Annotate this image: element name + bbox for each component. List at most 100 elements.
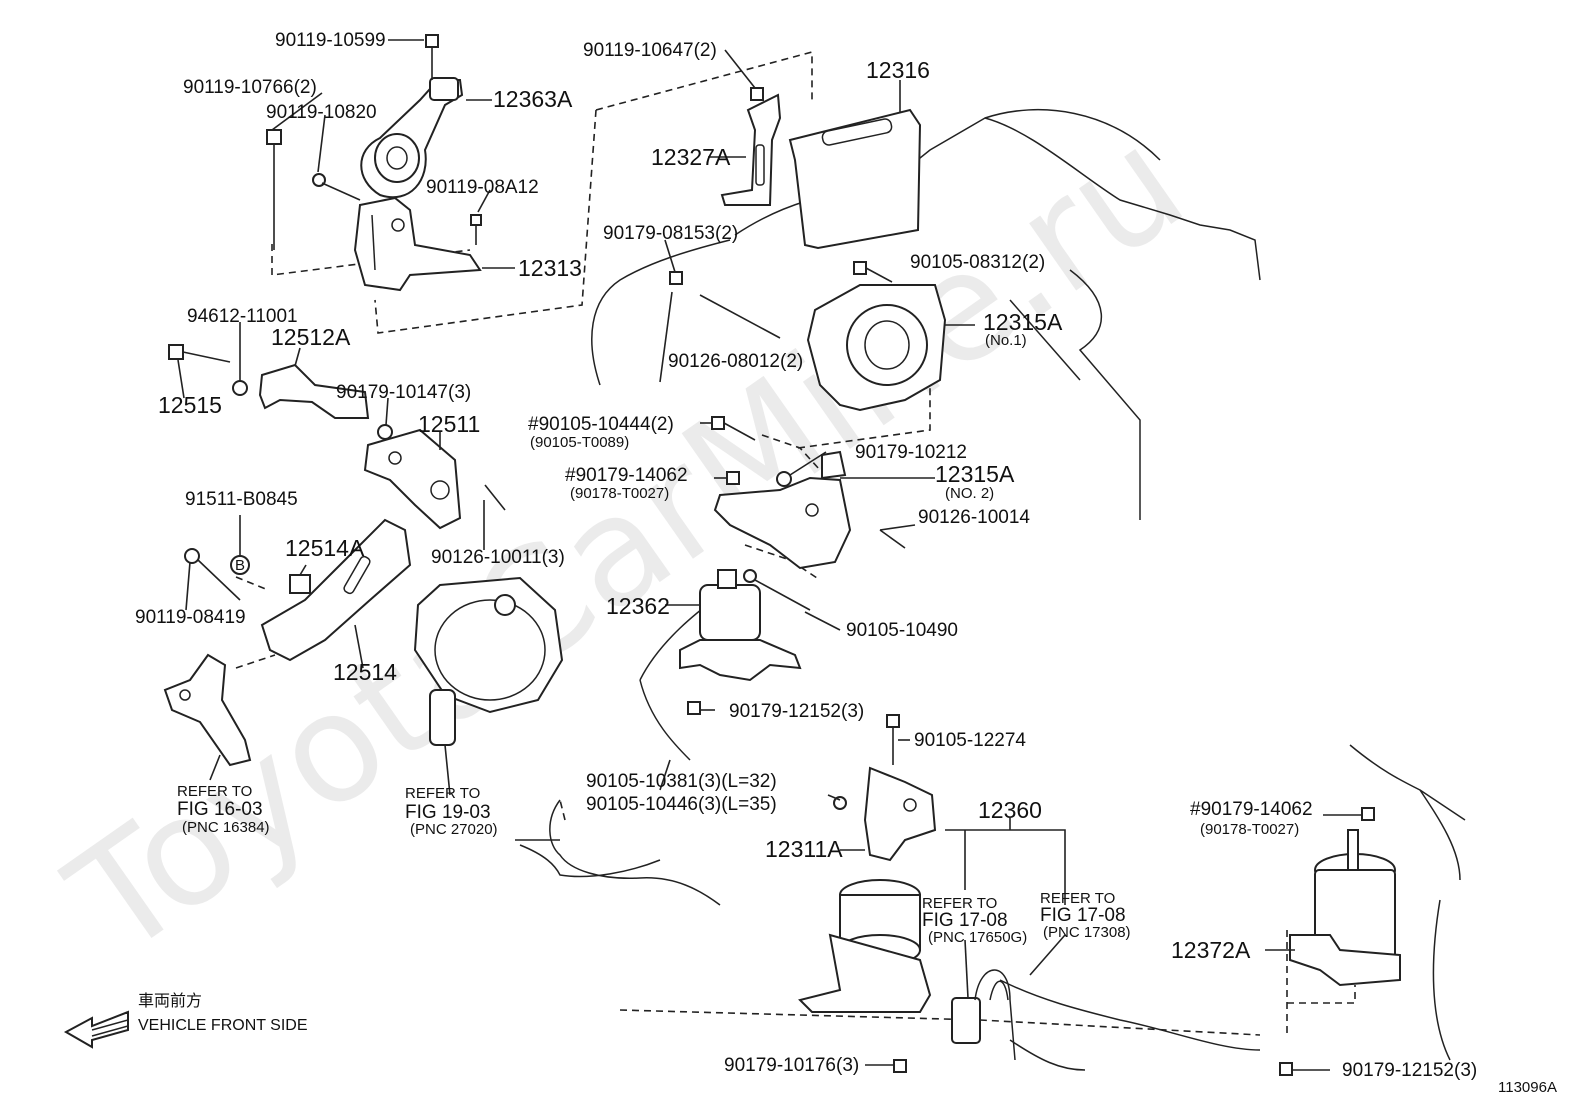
mount-12362 [679,569,802,682]
nut-90179-12152-a [687,701,701,715]
label-90179-14062-b: #90179-14062 [1190,799,1313,820]
spacer-12514A [289,574,311,594]
label-90179-10176: 90179-10176(3) [724,1055,859,1076]
ref-19-03-line3: (PNC 27020) [410,821,498,838]
label-90179-10212: 90179-10212 [855,442,967,463]
ref-17-08b-line1: REFER TO [1040,890,1115,907]
label-12316: 12316 [866,57,930,83]
label-90105-10490: 90105-10490 [846,620,958,641]
sensor-ref-17-08 [951,969,1016,1061]
label-90179-12152-b: 90179-12152(3) [1342,1060,1477,1081]
label-90179-14062-a: #90179-14062 [565,465,688,486]
bracket-12313 [353,196,482,292]
bolt-90119-08419 [184,548,241,601]
label-90178-T0027-a: (90178-T0027) [570,485,669,502]
reference-notes: REFER TO FIG 16-03 (PNC 16384) REFER TO … [177,783,1131,946]
label-90178-T0027-b: (90178-T0027) [1200,821,1299,838]
label-12315A-no1-sub: (No.1) [985,332,1027,349]
label-90179-08153: 90179-08153(2) [603,223,738,244]
label-12360: 12360 [978,797,1042,823]
label-90105-10446: 90105-10446(3)(L=35) [586,794,777,815]
nut-90179-10212 [776,471,792,487]
bolt-90105-12274 [886,714,900,765]
front-arrow-icon [63,1010,129,1049]
label-90119-08419: 90119-08419 [135,607,246,628]
upper-mount-12363A [360,77,464,199]
mount-12360 [798,879,932,1013]
nut-90179-08153 [669,271,683,285]
label-12372A: 12372A [1171,937,1251,963]
stud-90126-10011 [484,484,506,511]
bolt-90105-08312 [853,261,893,283]
ref-19-03-line2: FIG 19-03 [405,802,491,823]
label-90119-10766: 90119-10766(2) [183,77,317,98]
label-12512A: 12512A [271,324,351,350]
nut-90179-14062-a [726,471,740,485]
label-12515: 12515 [158,392,222,418]
label-90105-10444: #90105-10444(2) [528,414,674,435]
bracket-ref-16-03 [163,653,252,767]
bracket-12512A [258,363,370,419]
label-90119-08A12: 90119-08A12 [426,177,539,198]
stud-90126-10014 [879,529,906,549]
stud-90126-08012 [699,294,781,339]
label-90126-10014: 90126-10014 [918,507,1030,528]
label-90105-08312: 90105-08312(2) [910,252,1045,273]
label-90119-10820: 90119-10820 [266,102,377,123]
ref-16-03-line3: (PNC 16384) [182,819,270,836]
plate-12316 [788,108,922,250]
bolt-12515 [168,344,231,363]
front-indicator-japanese: 車両前方 [138,992,202,1010]
bolt-90119-08A12 [470,214,482,245]
ref-16-03-line2: FIG 16-03 [177,799,263,820]
label-12362: 12362 [606,593,670,619]
front-indicator-english: VEHICLE FRONT SIDE [138,1017,308,1034]
label-12315A-no2: 12315A [935,461,1015,487]
alternator-ref-19-03 [413,576,564,746]
bolt-90105-10490 [743,569,811,611]
ref-17-08a-line2: FIG 17-08 [922,910,1008,931]
nut-90179-12152-b [1279,1062,1293,1076]
label-90126-10011: 90126-10011(3) [431,547,565,568]
ref-16-03-line1: REFER TO [177,783,252,800]
bracket-12514 [260,518,412,662]
label-12514: 12514 [333,659,397,685]
label-90105-12274: 90105-12274 [914,730,1026,751]
bolt-b-marker-text: B [235,557,245,574]
ref-17-08a-line1: REFER TO [922,895,997,912]
label-90105-T0089: (90105-T0089) [530,434,629,451]
mount-12372A [1289,829,1401,987]
engine-outline [519,109,1466,1071]
label-91511-B0845: 91511-B0845 [185,489,298,510]
bolt-90119-10766 [266,129,282,250]
bolt-90119-10820 [312,173,361,201]
nut-90179-14062-b [1361,807,1375,821]
label-90105-10381: 90105-10381(3)(L=32) [586,771,777,792]
bolt-90105-10381 [833,796,847,810]
bracket-12315A-no2 [713,450,852,570]
label-12313: 12313 [518,255,582,281]
ref-17-08b-line2: FIG 17-08 [1040,905,1126,926]
nut-90179-10147 [377,424,393,440]
drawing-number: 113096A [1498,1079,1557,1096]
bolt-90119-10647 [750,87,764,101]
ref-17-08a-line3: (PNC 17650G) [928,929,1027,946]
label-90126-08012: 90126-08012(2) [668,351,803,372]
ref-17-08b-line3: (PNC 17308) [1043,924,1131,941]
ref-19-03-line1: REFER TO [405,785,480,802]
nut-90179-10176 [893,1059,907,1073]
label-90119-10647: 90119-10647(2) [583,40,717,61]
washer-94612-11001 [232,380,248,396]
label-12315A-no1: 12315A [983,309,1063,335]
label-12511: 12511 [418,411,480,437]
label-12315A-no2-sub: (NO. 2) [945,485,994,502]
label-12363A: 12363A [493,86,573,112]
bracket-12311A [863,766,937,862]
fasteners [168,34,1375,1076]
label-90179-12152-a: 90179-12152(3) [729,701,864,722]
bracket-12315A-no1 [806,284,947,412]
label-12327A: 12327A [651,144,731,170]
leader-lines [177,39,1362,1071]
label-90179-10147: 90179-10147(3) [336,382,471,403]
